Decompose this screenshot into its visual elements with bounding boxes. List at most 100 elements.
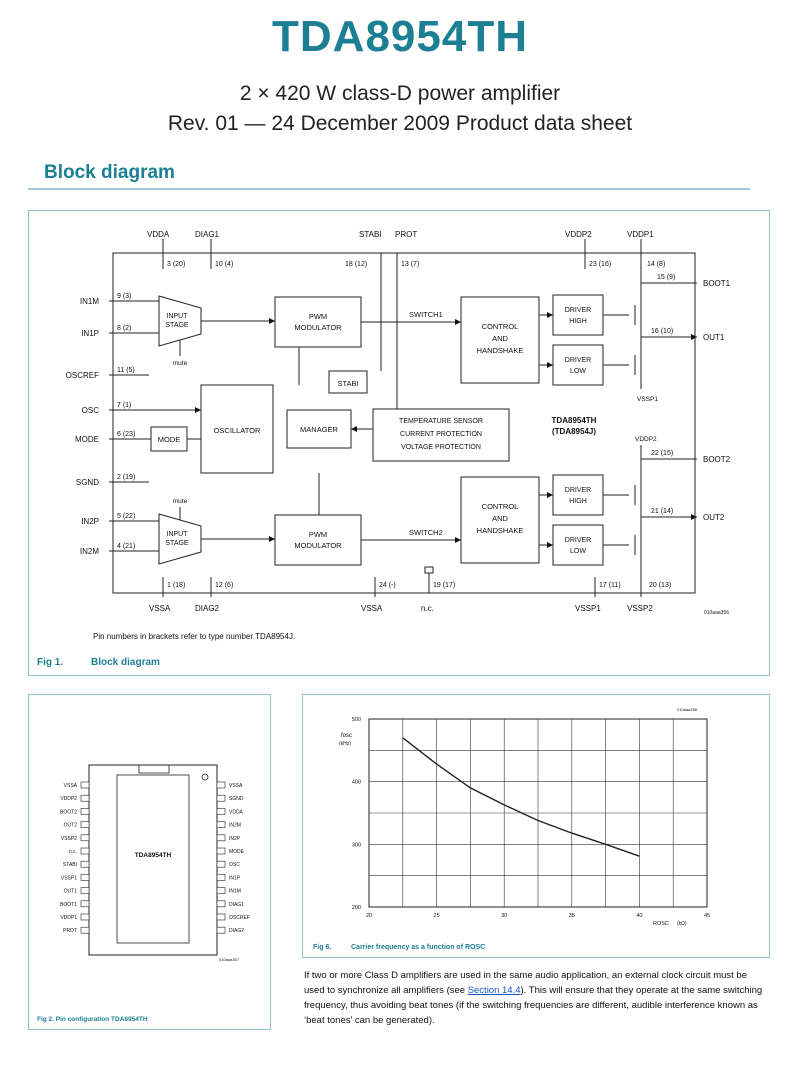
protection-block — [372, 408, 510, 462]
pin-number: 18 (12) — [345, 261, 367, 268]
pin-label-vdda: VDDA — [147, 230, 170, 239]
input-stage-label: STAGE — [165, 540, 189, 547]
pin-lead — [80, 926, 90, 934]
protection-label: CURRENT PROTECTION — [400, 431, 482, 438]
chip-name-label: TDA8954TH — [552, 416, 597, 425]
pin-label-vssa: VSSA — [149, 604, 171, 613]
pin-lead — [216, 847, 226, 855]
pin-name-right: OSCREF — [229, 915, 250, 921]
pin-label-diag1: DIAG1 — [195, 230, 220, 239]
pin-label-in1m: IN1M — [80, 297, 99, 306]
chip-outline — [112, 252, 696, 594]
driver-label: HIGH — [569, 318, 587, 325]
oscillator-block — [200, 384, 274, 474]
ic-chip-label: TDA8954TH — [135, 852, 172, 859]
pin-lead — [80, 887, 90, 894]
pin-lead — [216, 874, 226, 881]
pin-number: 10 (4) — [215, 261, 233, 268]
input-stage-label: INPUT — [167, 313, 189, 320]
pwm-modulator-2 — [274, 514, 362, 566]
vssp1-inner-label: VSSP1 — [637, 396, 658, 403]
pin-lead — [80, 834, 90, 842]
pin-lead — [216, 808, 226, 815]
section-link[interactable]: Section 14.4 — [467, 985, 521, 996]
pin-label-stabi: STABI — [359, 230, 382, 239]
driver-high-1 — [552, 294, 604, 336]
pin-label-boot1: BOOT1 — [703, 279, 731, 288]
driver-label: LOW — [570, 368, 586, 375]
pin-label-in1p: IN1P — [81, 329, 99, 338]
pin-number: 8 (2) — [117, 325, 131, 332]
pin-name-right: VDDA — [229, 809, 244, 815]
pin-number: 16 (10) — [651, 328, 673, 335]
block-diagram-figure: VDDA DIAG1 STABI PROT VDDP2 VDDP1 3 (20)… — [28, 210, 770, 676]
pin-lead — [80, 781, 90, 789]
graph-ylabel-unit: (kHz) — [339, 741, 351, 747]
pwm-label: MODULATOR — [294, 541, 342, 550]
pin-name-right: MODE — [229, 849, 245, 855]
pin-name-right: OSC — [229, 862, 240, 868]
ic-die-outline — [116, 774, 190, 944]
pin-lead — [80, 794, 90, 802]
pin-name-right: IN2M — [229, 823, 241, 829]
control-label: HANDSHAKE — [477, 346, 524, 355]
pin-label-in2p: IN2P — [81, 517, 99, 526]
x-tick-label: 30 — [501, 913, 507, 919]
pin-lead — [216, 900, 226, 908]
mode-label: MODE — [158, 435, 181, 444]
document-title: TDA8954TH — [272, 12, 528, 61]
x-tick-label: 45 — [704, 913, 710, 919]
pin-name-right: DIAG2 — [229, 928, 244, 934]
control-label: CONTROL — [482, 502, 519, 511]
pin-label-diag2: DIAG2 — [195, 604, 220, 613]
switch1-label: SWITCH1 — [409, 310, 443, 319]
graph-xlabel-unit: (kΩ) — [677, 921, 687, 927]
input-stage-1 — [158, 295, 202, 347]
pin-config-figure-code: 010aaa357 — [219, 957, 240, 962]
pin-number: 13 (7) — [401, 261, 419, 268]
pin-label-in2m: IN2M — [80, 547, 99, 556]
driver-high-2 — [552, 474, 604, 516]
x-tick-label: 25 — [434, 913, 440, 919]
pin-lead — [216, 913, 226, 921]
pin-name-right: SGND — [229, 796, 244, 802]
pin-number: 15 (9) — [657, 274, 675, 281]
pin-label-out2: OUT2 — [703, 513, 725, 522]
pin-name-left: VDDP2 — [60, 796, 77, 802]
pin-label-out1: OUT1 — [703, 333, 725, 342]
pin-name-left: VSSA — [64, 783, 78, 789]
x-tick-label: 40 — [636, 913, 642, 919]
pin-label-vssp2: VSSP2 — [627, 604, 653, 613]
pin-number: 20 (13) — [649, 582, 671, 589]
x-tick-label: 35 — [569, 913, 575, 919]
pin-number: 14 (8) — [647, 261, 665, 268]
pin-label-vddp2: VDDP2 — [565, 230, 592, 239]
pin-label-vddp1: VDDP1 — [627, 230, 654, 239]
figure-code: 010aaa356 — [704, 610, 729, 616]
driver-label: HIGH — [569, 498, 587, 505]
pin-label-mode: MODE — [75, 435, 99, 444]
pin-configuration-svg: TDA8954TH VSSAVDDP2BOOT2OUT2VSSP2n.c.STA… — [37, 764, 250, 1023]
section-heading: Block diagram — [44, 162, 175, 183]
pin-lead — [216, 781, 226, 789]
pin-lead — [80, 874, 90, 881]
control-label: AND — [492, 334, 508, 343]
pin-config-caption: Fig 2. Pin configuration TDA8954TH — [37, 1016, 148, 1023]
pin-number: 2 (19) — [117, 474, 135, 481]
pin-lead — [80, 913, 90, 921]
figure-caption-number: Fig 1. — [37, 657, 63, 668]
pin-name-left: VSSP2 — [61, 836, 77, 842]
pin-lead — [216, 887, 226, 894]
stabi-label: STABI — [337, 379, 358, 388]
control-label: CONTROL — [482, 322, 519, 331]
pin-number: 4 (21) — [117, 543, 135, 550]
pin-label-osc: OSC — [82, 406, 100, 415]
pin-note: Pin numbers in brackets refer to type nu… — [93, 632, 295, 641]
input-stage-label: INPUT — [167, 531, 189, 538]
pin-lead — [216, 821, 226, 828]
driver-label: DRIVER — [565, 357, 591, 364]
document-subtitle: 2 × 420 W class-D power amplifier — [239, 82, 561, 105]
pin-lead — [216, 860, 226, 868]
